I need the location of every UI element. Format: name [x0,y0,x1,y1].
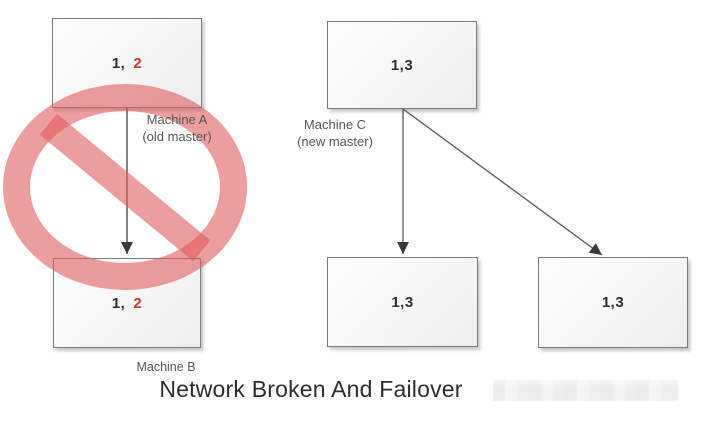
blurred-watermark [493,380,678,401]
arrow-machine-c-to-right-replica [402,108,603,256]
replica-right-value: 1,3 [601,294,625,311]
machine-a-label-line2: (old master) [142,129,212,144]
replica-left-value: 1,3 [391,293,414,311]
machine-b-label: Machine B [136,360,196,374]
machine-a-label: Machine A (old master) [131,111,223,145]
machine-a-value: 1,2 [112,55,142,72]
machine-b-box: 1,2 [53,258,201,348]
machine-a-label-line1: Machine A [146,112,208,127]
machine-a-value-red: 2 [133,54,143,72]
machine-c-label: Machine C (new master) [286,116,384,150]
replica-left-box: 1,3 [327,257,478,347]
replica-right-box: 1,3 [538,257,688,348]
machine-c-label-line2: (new master) [297,134,373,149]
machine-c-value: 1,3 [390,56,414,74]
machine-b-value-black: 1, [111,294,126,312]
machine-c-box: 1,3 [327,21,477,109]
machine-b-value-red: 2 [133,294,143,312]
machine-a-box: 1,2 [52,18,202,108]
diagram-caption: Network Broken And Failover [159,376,463,402]
machine-c-label-line1: Machine C [303,117,367,132]
machine-b-value: 1,2 [112,295,142,312]
machine-a-value-black: 1, [111,54,126,72]
